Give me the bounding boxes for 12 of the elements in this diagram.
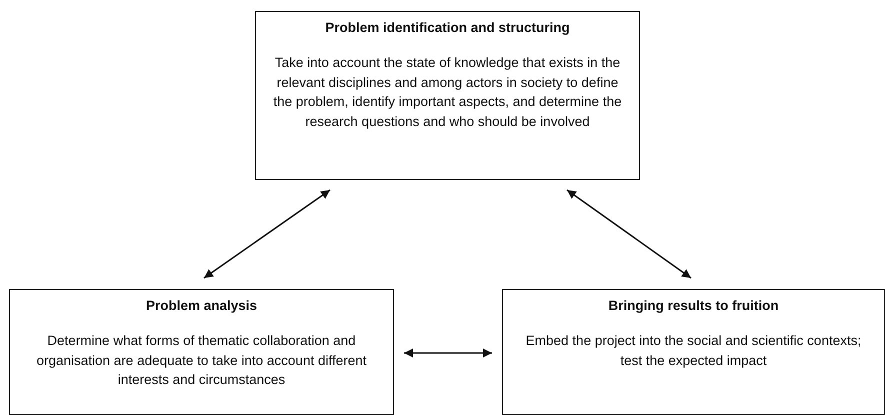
box-description: Embed the project into the social and scientific contexts; test the expected impact — [524, 332, 862, 370]
box-heading: Bringing results to fruition — [607, 298, 780, 313]
box-description: Determine what forms of thematic collaboration and organisation are adequate to take into account different interests and circumstances — [36, 332, 368, 389]
double-arrow — [204, 189, 330, 279]
box-heading: Problem identification and structuring — [324, 20, 571, 35]
box-description: Take into account the state of knowledge that exists in the relevant disciplines and among actors in society to define the problem, identify important aspects, and determine the research questions and who should be involved — [272, 54, 623, 131]
box-heading: Problem analysis — [144, 298, 258, 313]
process-box — [255, 11, 640, 180]
double-arrow — [566, 189, 692, 279]
process-box — [502, 289, 885, 415]
process-box — [9, 289, 394, 415]
double-arrow — [404, 348, 492, 358]
